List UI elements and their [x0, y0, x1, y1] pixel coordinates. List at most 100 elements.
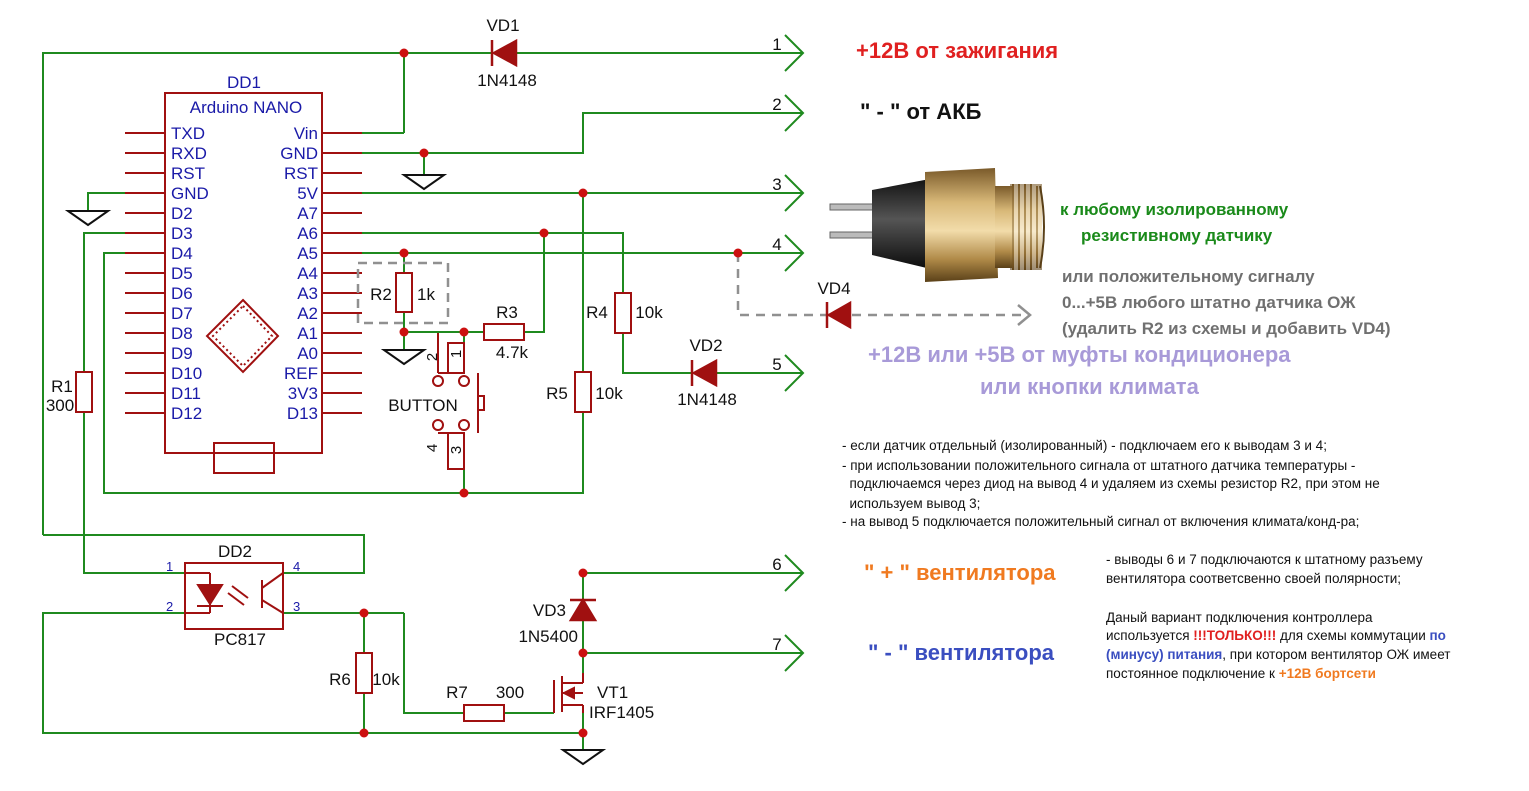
label-fan-plus: " + " вентилятора — [864, 560, 1056, 585]
note-9-a: используется — [1106, 628, 1194, 643]
vd4-ref: VD4 — [817, 279, 850, 298]
connector-2: 2 — [772, 95, 781, 114]
note-7: вентилятора соответсвенно своей полярнос… — [1106, 571, 1402, 586]
dd1-ref: DD1 — [227, 73, 261, 92]
button-pin-2: 2 — [424, 353, 441, 361]
pin-label-d3: D3 — [171, 224, 193, 243]
note-4: используем вывод 3; — [842, 496, 981, 511]
r2-value: 1k — [417, 285, 435, 304]
button-pin-3: 3 — [448, 446, 465, 454]
label-alt-c: (удалить R2 из схемы и добавить VD4) — [1062, 319, 1391, 338]
note-9-po: по — [1429, 628, 1446, 643]
junction-dot — [733, 248, 743, 258]
junction-dot — [399, 327, 409, 337]
r5-ref: R5 — [546, 384, 568, 403]
junction-dot — [578, 568, 588, 578]
junction-dot — [539, 228, 549, 238]
vt1-value: IRF1405 — [589, 703, 654, 722]
label-sensor-a: к любому изолированному — [1060, 200, 1289, 219]
r7-ref: R7 — [446, 683, 468, 702]
pin-label-a6: A6 — [297, 224, 318, 243]
pin-label-a3: A3 — [297, 284, 318, 303]
dd2-ref: DD2 — [218, 542, 252, 561]
pin-label-5v: 5V — [297, 184, 318, 203]
wires — [42, 52, 803, 750]
resistors — [75, 272, 632, 722]
vt1-ref: VT1 — [597, 683, 628, 702]
connector-6: 6 — [772, 555, 781, 574]
note-8: Даный вариант подключения контроллера — [1106, 610, 1373, 625]
junction-dot — [399, 248, 409, 258]
pin-label-ref: REF — [284, 364, 318, 383]
dd2-value: PC817 — [214, 630, 266, 649]
junction-dot — [578, 728, 588, 738]
pin-label-vin: Vin — [294, 124, 318, 143]
note-9: используется !!!ТОЛЬКО!!! для схемы комм… — [1106, 626, 1446, 646]
pin-label-d13: D13 — [287, 404, 318, 423]
optocoupler — [184, 562, 284, 630]
pin-label-d10: D10 — [171, 364, 202, 383]
junction-dot — [359, 728, 369, 738]
pin-label-d9: D9 — [171, 344, 193, 363]
dd2-pin-3: 3 — [293, 599, 300, 614]
pin-label-3v3: 3V3 — [288, 384, 318, 403]
r5-value: 10k — [595, 384, 623, 403]
note-5: - на вывод 5 подключается положительный … — [842, 514, 1360, 529]
pin-label-a0: A0 — [297, 344, 318, 363]
pin-label-d5: D5 — [171, 264, 193, 283]
dd2-pin-2: 2 — [166, 599, 173, 614]
button-pin-1: 1 — [448, 350, 465, 358]
label-fan-minus: " - " вентилятора — [868, 640, 1054, 665]
pin-label-gnd: GND — [280, 144, 318, 163]
junction-dot — [419, 148, 429, 158]
label-alt-a: или положительному сигналу — [1062, 267, 1315, 286]
r4-ref: R4 — [586, 303, 608, 322]
pin-label-rst: RST — [171, 164, 205, 183]
label-ac-a: +12В или +5В от муфты кондиционера — [868, 342, 1291, 367]
label-sensor-b: резистивному датчику — [1081, 226, 1273, 245]
note-11: постоянное подключение к +12В бортсети — [1106, 664, 1376, 684]
pin-label-d8: D8 — [171, 324, 193, 343]
vd3-value: 1N5400 — [518, 627, 578, 646]
mosfet-vt1 — [553, 673, 584, 713]
label-ac-b: или кнопки климата — [980, 374, 1199, 399]
connector-3: 3 — [772, 175, 781, 194]
ground-icon — [64, 210, 112, 227]
diodes — [490, 38, 852, 622]
dd2-pin-4: 4 — [293, 559, 300, 574]
note-9-c: для схемы коммутации — [1276, 628, 1430, 643]
component-labels: VD1 1N4148 VD2 1N4148 VD4 VD3 1N5400 VT1… — [46, 16, 851, 722]
dd2-pin-1: 1 — [166, 559, 173, 574]
note-2: - при использовании положительного сигна… — [842, 458, 1356, 473]
label-battery-minus: " - " от АКБ — [860, 99, 982, 124]
junction-dot — [578, 648, 588, 658]
r6-value: 10k — [372, 670, 400, 689]
r4-value: 10k — [635, 303, 663, 322]
vd1-value: 1N4148 — [477, 71, 537, 90]
r6-ref: R6 — [329, 670, 351, 689]
pin-label-a1: A1 — [297, 324, 318, 343]
note-3: подключаемся через диод на вывод 4 и уда… — [842, 476, 1380, 491]
junction-dot — [578, 188, 588, 198]
note-1: - если датчик отдельный (изолированный) … — [842, 438, 1327, 453]
ground-icon — [380, 349, 428, 366]
vd2-value: 1N4148 — [677, 390, 737, 409]
button-switch — [432, 333, 485, 470]
pin-label-a2: A2 — [297, 304, 318, 323]
note-6: - выводы 6 и 7 подключаются к штатному р… — [1106, 552, 1423, 567]
vd3-ref: VD3 — [533, 601, 566, 620]
connector-7: 7 — [772, 635, 781, 654]
arduino-pin-labels: TXDRXDRSTGNDD2D3D4D5D6D7D8D9D10D11D12Vin… — [171, 124, 319, 423]
r7-value: 300 — [496, 683, 524, 702]
ground-icon — [400, 174, 448, 191]
label-alt-b: 0...+5В любого штатно датчика ОЖ — [1062, 293, 1356, 312]
note-11-a: постоянное подключение к — [1106, 666, 1279, 681]
note-9-only: !!!ТОЛЬКО!!! — [1193, 628, 1277, 643]
vd2-ref: VD2 — [689, 336, 722, 355]
pin-label-d12: D12 — [171, 404, 202, 423]
junction-dot — [399, 48, 409, 58]
r3-ref: R3 — [496, 303, 518, 322]
pin-label-a7: A7 — [297, 204, 318, 223]
connector-arrows — [784, 34, 805, 672]
